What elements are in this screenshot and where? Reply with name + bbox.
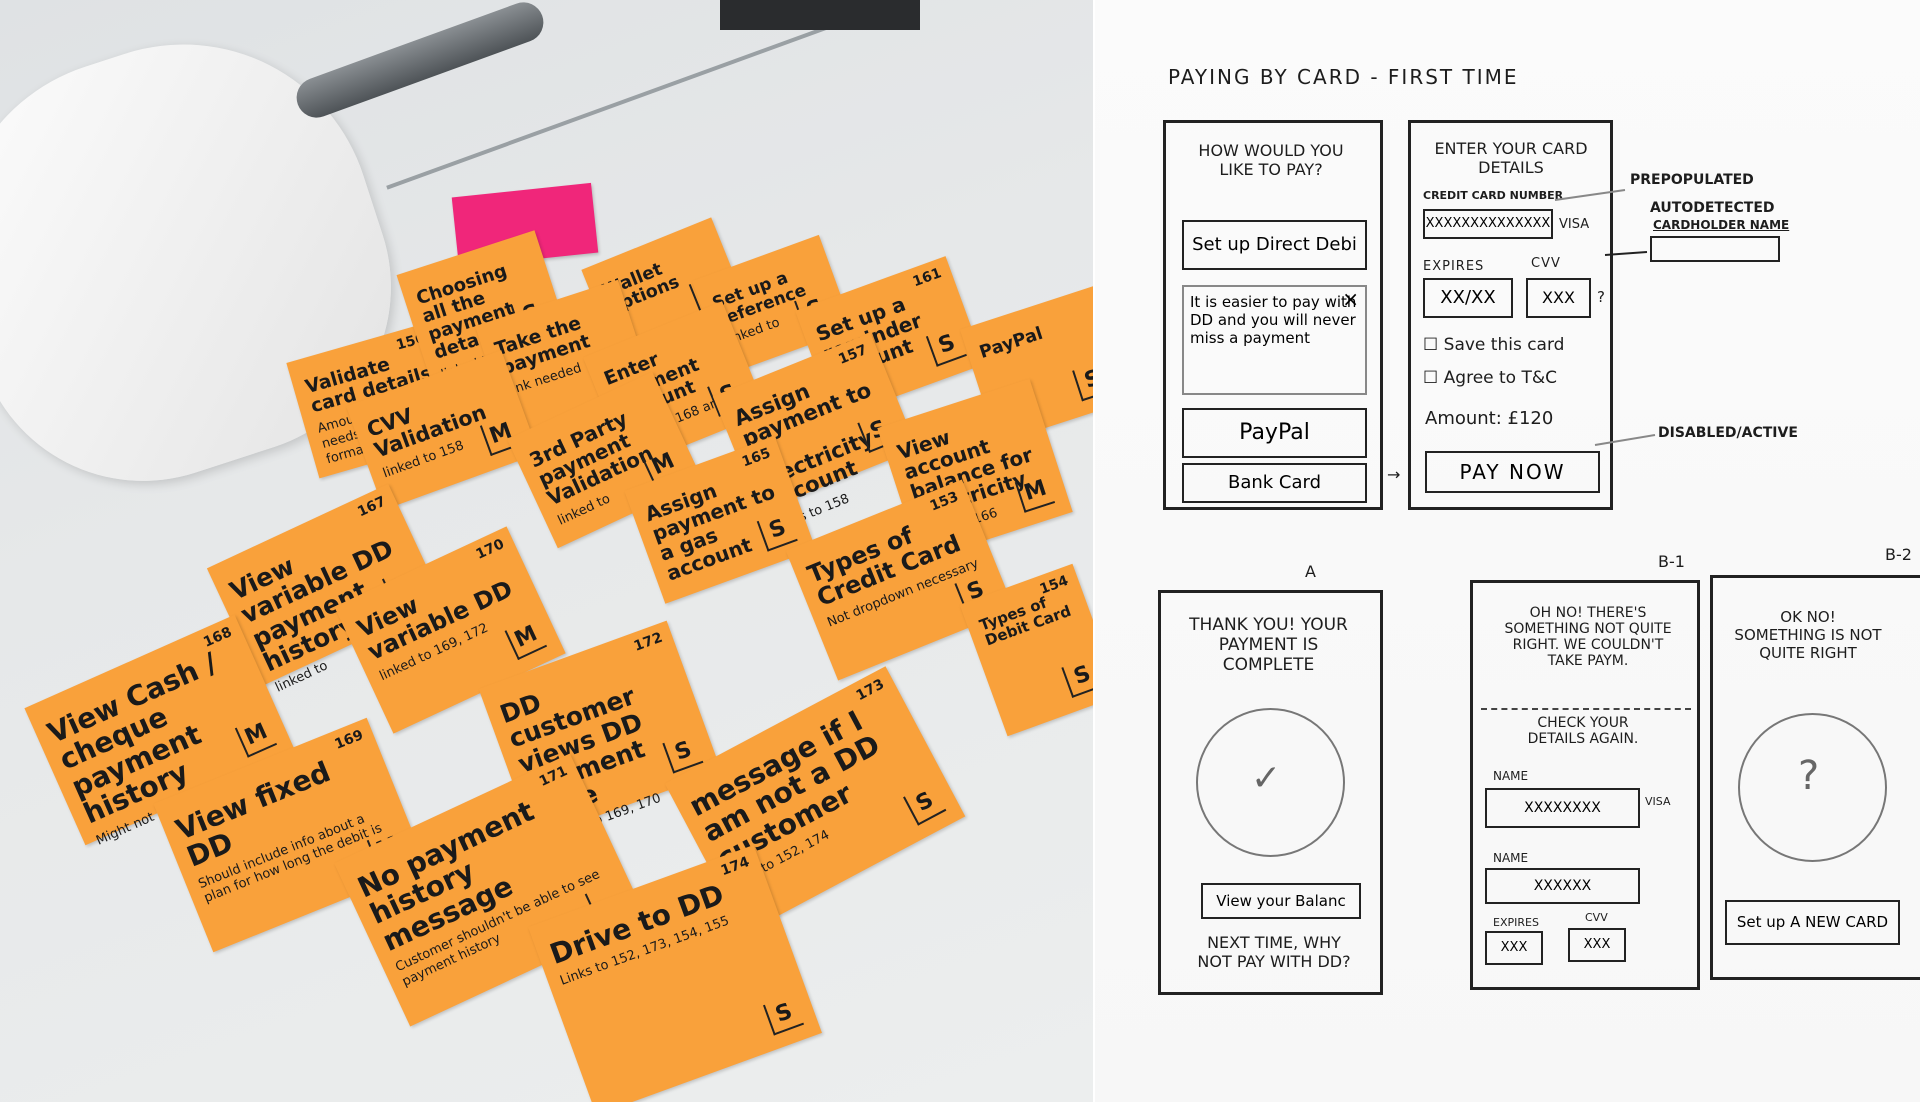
agree-terms-label: Agree to T&C [1443, 368, 1557, 388]
note-size: S [1061, 656, 1095, 698]
card-value-b1: XXXXXXXX [1524, 800, 1601, 816]
card-brand: VISA [1559, 217, 1590, 232]
question-circle [1738, 713, 1887, 862]
desk-pole [290, 0, 550, 124]
sketch-title: PAYING BY CARD - FIRST TIME [1168, 65, 1519, 89]
cardholder-note: CARDHOLDER NAME [1653, 218, 1790, 232]
paypal-button[interactable]: PayPal [1182, 408, 1367, 458]
screen2-heading: ENTER YOUR CARD DETAILS [1434, 139, 1588, 177]
save-card-label: Save this card [1443, 335, 1565, 355]
amount-text: Amount: £120 [1425, 408, 1554, 429]
screen-something-wrong: OK NO! SOMETHING IS NOT QUITE RIGHT ? Se… [1710, 575, 1920, 980]
autodetected-note: AUTODETECTED [1650, 200, 1775, 216]
check-details-text: CHECK YOUR DETAILS AGAIN. [1527, 715, 1639, 747]
screen-payment-failed: OH NO! THERE'S SOMETHING NOT QUITE RIGHT… [1470, 580, 1700, 990]
screen-b1-tag: B-1 [1658, 552, 1685, 571]
expires-value: XX/XX [1440, 287, 1496, 308]
note-title: PayPal [977, 323, 1046, 363]
note-size: S [763, 994, 805, 1036]
expires-field[interactable]: XX/XX [1423, 278, 1513, 318]
screenB1-heading: OH NO! THERE'S SOMETHING NOT QUITE RIGHT… [1504, 605, 1672, 669]
screen-b2-tag: B-2 [1885, 545, 1912, 564]
dashed-divider [1481, 708, 1691, 710]
dd-tip-text: It is easier to pay with DD and you will… [1190, 293, 1357, 347]
cvv-value-b1: XXX [1583, 937, 1611, 952]
pay-now-button[interactable]: PAY NOW [1425, 451, 1600, 493]
expires-label: EXPIRES [1423, 259, 1485, 274]
view-balance-button[interactable]: View your Balanc [1201, 883, 1361, 919]
disabled-active-note: DISABLED/ACTIVE [1658, 425, 1798, 441]
card-number-field[interactable]: XXXXXXXXXXXXXX [1423, 209, 1553, 239]
note-size: S [1072, 361, 1095, 402]
cvv-field[interactable]: XXX [1526, 278, 1591, 318]
save-card-checkbox[interactable]: ☐ Save this card [1423, 335, 1565, 355]
expires-field-b1[interactable]: XXX [1485, 931, 1543, 965]
cardholder-name-field[interactable] [1650, 236, 1780, 262]
card-field-b1[interactable]: XXXXXXXX [1485, 788, 1640, 828]
desk-object [720, 0, 920, 30]
screen-payment-complete: THANK YOU! YOUR PAYMENT IS COMPLETE ✓ Vi… [1158, 590, 1383, 995]
screen-a-tag: A [1305, 562, 1316, 581]
cvv-help-icon[interactable]: ? [1597, 288, 1605, 306]
checkmark-icon: ✓ [1251, 758, 1282, 799]
bank-card-button[interactable]: Bank Card [1182, 463, 1367, 503]
prepopulated-note: PREPOPULATED [1630, 172, 1754, 188]
close-icon[interactable]: × [1342, 287, 1359, 311]
dd-tip-box: It is easier to pay with DD and you will… [1182, 285, 1367, 395]
name-value-b1: XXXXXX [1533, 878, 1592, 894]
annotation-lines [1554, 189, 1656, 446]
direct-debit-button[interactable]: Set up Direct Debi [1182, 220, 1367, 270]
success-circle [1196, 708, 1345, 857]
expires-label-b1: EXPIRES [1493, 916, 1539, 929]
card-brand-b1: VISA [1645, 795, 1671, 808]
card-number-label: CREDIT CARD NUMBER [1423, 189, 1564, 202]
screen-how-to-pay: HOW WOULD YOU LIKE TO PAY? Set up Direct… [1163, 120, 1383, 510]
cvv-label: CVV [1531, 256, 1561, 271]
cvv-value: XXX [1542, 288, 1575, 307]
screen-card-details: ENTER YOUR CARD DETAILS CREDIT CARD NUMB… [1408, 120, 1613, 510]
panel-divider [1093, 0, 1096, 1102]
screenB2-heading: OK NO! SOMETHING IS NOT QUITE RIGHT [1734, 608, 1882, 662]
name-field-b1[interactable]: XXXXXX [1485, 868, 1640, 904]
cvv-label-b1: CVV [1585, 911, 1608, 924]
question-icon: ? [1798, 753, 1820, 799]
name-label-2: NAME [1493, 851, 1529, 865]
agree-terms-checkbox[interactable]: ☐ Agree to T&C [1423, 368, 1557, 388]
screenA-heading: THANK YOU! YOUR PAYMENT IS COMPLETE [1189, 615, 1348, 675]
card-number-value: XXXXXXXXXXXXXX [1425, 216, 1551, 231]
screenA-footer: NEXT TIME, WHY NOT PAY WITH DD? [1197, 933, 1351, 971]
arrow-icon: → [1387, 465, 1401, 484]
new-card-button[interactable]: Set up A NEW CARD [1725, 900, 1900, 945]
screen1-heading: HOW WOULD YOU LIKE TO PAY? [1198, 141, 1344, 179]
name-label-1: NAME [1493, 769, 1529, 783]
expires-value-b1: XXX [1500, 940, 1528, 955]
wireframe-sketch-photo: PAYING BY CARD - FIRST TIME HOW WOULD YO… [1095, 0, 1920, 1102]
cvv-field-b1[interactable]: XXX [1568, 928, 1626, 962]
note-title: Types of Debit Card [977, 593, 1074, 650]
